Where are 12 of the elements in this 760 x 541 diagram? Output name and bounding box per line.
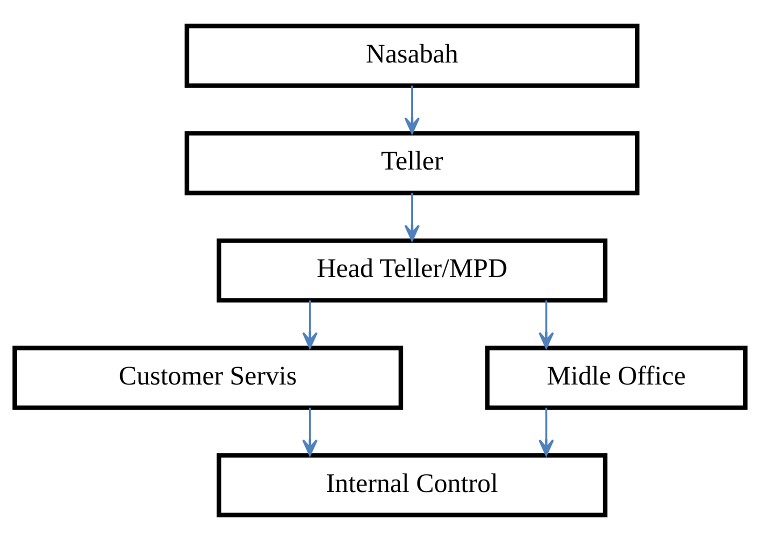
node-box: Nasabah [184, 24, 640, 88]
node-box: Internal Control [216, 453, 608, 518]
node-box: Customer Servis [12, 346, 404, 410]
arrow [404, 86, 420, 134]
arrow [302, 300, 318, 349]
arrow [404, 193, 420, 242]
node-box: Head Teller/MPD [216, 238, 608, 303]
arrow [538, 408, 554, 456]
node-box: Teller [184, 131, 640, 196]
arrow [538, 300, 554, 349]
arrow [302, 408, 318, 456]
node-box: Midle Office [485, 346, 748, 410]
